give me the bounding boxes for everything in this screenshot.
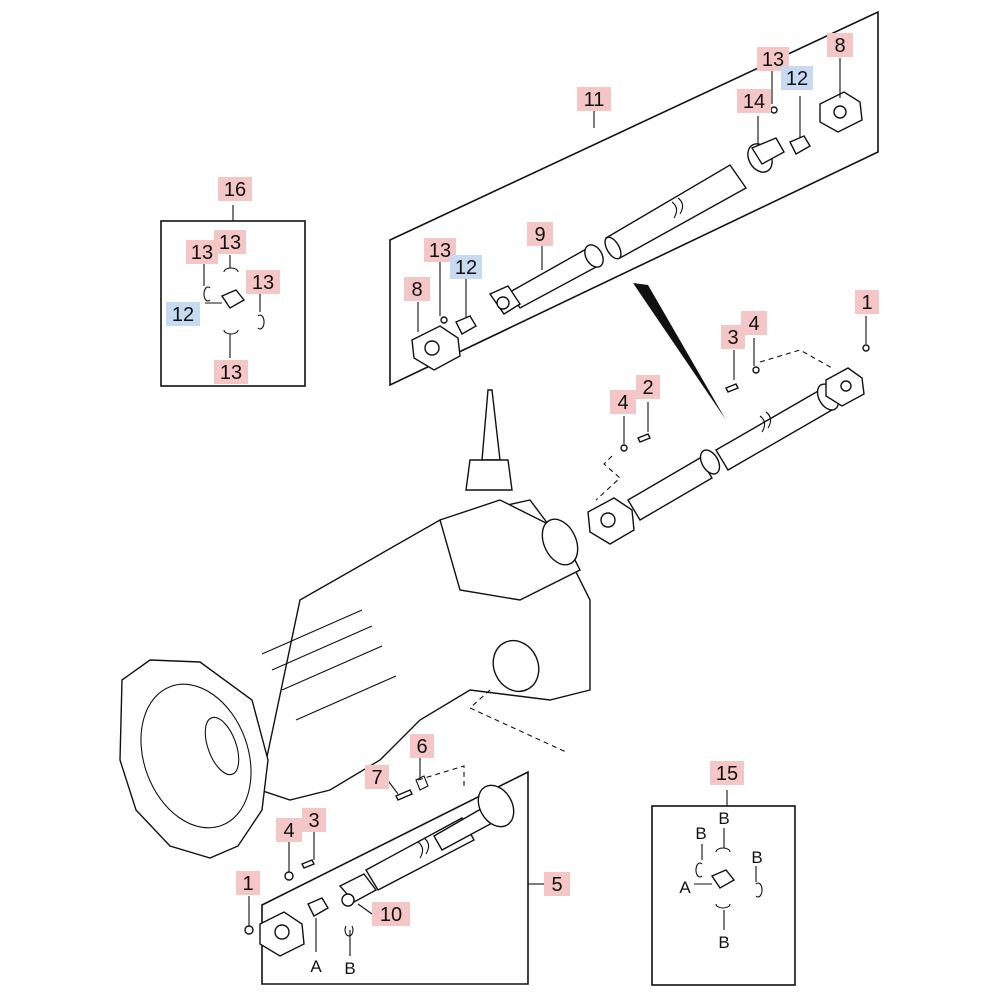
front-propeller-shaft <box>587 316 870 545</box>
letter-B-box15-left: B <box>695 824 706 843</box>
tag-13-box16-top: 13 <box>219 232 241 254</box>
tag-13-box11-right: 13 <box>762 49 784 71</box>
letter-B-box15-right: B <box>751 848 762 867</box>
tag-15: 15 <box>716 763 738 785</box>
letter-labels: A B A B B B B <box>310 809 762 978</box>
tag-5: 5 <box>551 874 562 896</box>
letter-B-box15-bottom: B <box>718 933 729 952</box>
tag-13-box11-left: 13 <box>429 240 451 262</box>
kit-box-16 <box>160 205 306 387</box>
tag-2: 2 <box>642 377 653 399</box>
kit-box-5 <box>244 758 544 985</box>
tag-13-box16-bottom: 13 <box>220 362 242 384</box>
tag-12-box16: 12 <box>172 304 194 326</box>
letter-A-box15: A <box>679 878 691 897</box>
tag-10: 10 <box>380 904 402 926</box>
tag-4-bottom: 4 <box>283 820 294 842</box>
rear-shaft-assembly-box11 <box>411 58 863 371</box>
tag-4-mid: 4 <box>617 392 628 414</box>
letter-B-box15-top: B <box>718 809 729 828</box>
tag-1-bottom: 1 <box>242 873 253 895</box>
letter-A-box5: A <box>310 957 322 976</box>
kit-box-11 <box>389 10 879 387</box>
callout-wedge <box>633 283 726 420</box>
tag-8-box11-right: 8 <box>834 35 845 57</box>
tag-3-top: 3 <box>727 327 738 349</box>
tag-11: 11 <box>584 89 605 111</box>
tag-13-box16-right: 13 <box>252 272 274 294</box>
tag-12-box11-right: 12 <box>786 68 808 90</box>
tag-8-box11-left: 8 <box>411 279 422 301</box>
transmission-housing <box>119 389 591 859</box>
tag-7: 7 <box>371 767 382 789</box>
tag-4-top: 4 <box>748 313 759 335</box>
tag-14: 14 <box>743 91 765 113</box>
letter-B-box5: B <box>344 959 355 978</box>
kit-box-15 <box>651 790 796 986</box>
tag-6: 6 <box>416 736 427 758</box>
tag-16: 16 <box>224 179 246 201</box>
callout-tags: 11 13 12 14 8 9 13 12 8 16 13 13 13 12 1… <box>166 33 879 926</box>
tag-13-box16-left: 13 <box>191 242 213 264</box>
tag-12-box11-left: 12 <box>455 257 477 279</box>
tag-3-bottom: 3 <box>308 810 319 832</box>
tag-9: 9 <box>534 224 545 246</box>
tag-1-top: 1 <box>861 292 872 314</box>
